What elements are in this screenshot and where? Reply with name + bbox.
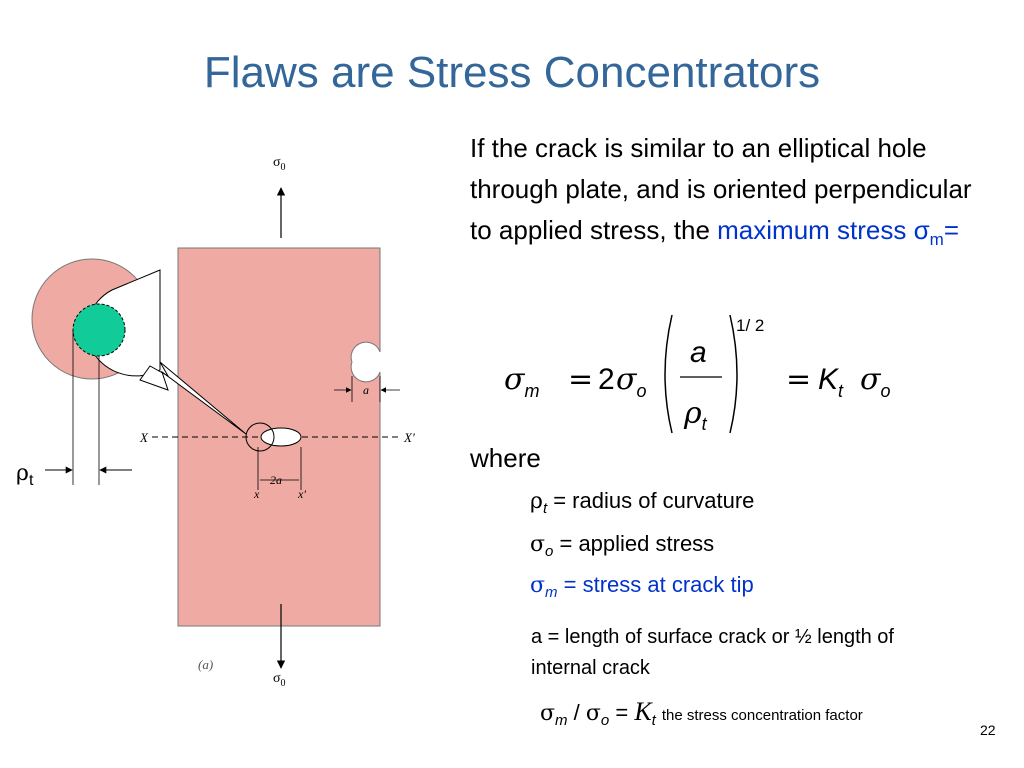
stress-formula: σm = 2 σo a ρt 1/ 2 = Kt σo — [504, 314, 891, 434]
crack-diagram: σ0 σ0 X X′ 2a x x′ a ρt (a) — [16, 155, 415, 689]
svg-text:σo: σo — [616, 362, 647, 401]
crack-tip-region — [72, 303, 126, 357]
svg-text:=: = — [786, 362, 811, 397]
page-number: 22 — [980, 722, 996, 738]
kt-description: the stress concentration factor — [661, 707, 863, 724]
label-x: x — [253, 487, 260, 501]
svg-text:a: a — [690, 336, 707, 369]
where-label: where — [470, 443, 541, 473]
crack-length-note: a = length of surface crack or ½ length … — [531, 626, 894, 679]
svg-text:ρt: ρt — [683, 396, 708, 434]
definition-rho: ρt = radius of curvature — [530, 488, 755, 517]
label-2a: 2a — [270, 473, 282, 487]
svg-text:σo: σo — [860, 362, 891, 401]
intro-highlight: maximum stress σm= — [717, 215, 960, 250]
svg-text:Kt: Kt — [818, 363, 844, 401]
svg-text:2: 2 — [598, 363, 615, 396]
sigma-top-label: σ0 — [273, 155, 286, 173]
svg-text:σm: σm — [504, 362, 539, 401]
intro-text: If the crack is similar to an elliptical… — [470, 133, 972, 245]
rho-label: ρt — [16, 461, 34, 489]
crack-tip-circle — [245, 422, 275, 452]
magnify-pointer — [139, 361, 247, 435]
definition-sigma-o: σo = applied stress — [530, 531, 715, 560]
slide-title: Flaws are Stress Concentrators — [203, 48, 821, 97]
label-Xprime: X′ — [403, 430, 415, 445]
label-xprime: x′ — [297, 487, 306, 501]
label-a: a — [363, 383, 369, 397]
label-X: X — [139, 430, 149, 445]
internal-crack — [260, 427, 302, 447]
sigma-bottom-label: σ0 — [273, 671, 286, 689]
intro-paragraph: If the crack is similar to an elliptical… — [470, 128, 990, 260]
svg-text:1/ 2: 1/ 2 — [736, 316, 764, 335]
definition-sigma-m: σm = stress at crack tip — [530, 572, 754, 601]
figure-caption: (a) — [198, 657, 213, 672]
svg-text:=: = — [568, 362, 593, 397]
